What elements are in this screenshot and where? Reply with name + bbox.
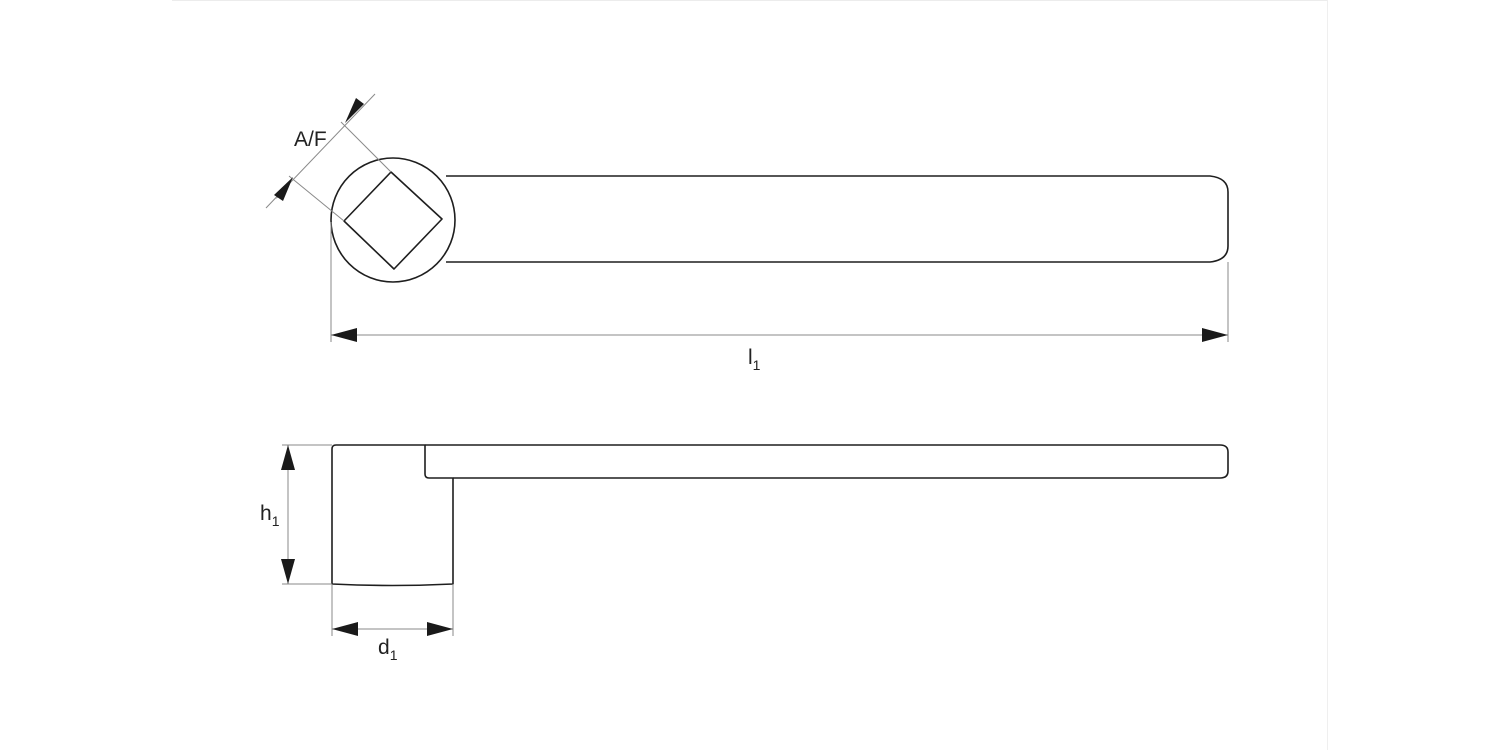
frame-top-border (172, 0, 1327, 1)
head-block (331, 444, 454, 587)
d1-label: d1 (378, 636, 398, 663)
h1-dimension: h1 (260, 444, 332, 585)
af-dimension: A/F (265, 93, 392, 222)
af-label: A/F (294, 128, 327, 151)
h1-label: h1 (260, 502, 280, 529)
handle-side (425, 444, 1229, 479)
square-drive (343, 171, 443, 270)
frame-right-border (1327, 0, 1328, 750)
l1-label: l1 (748, 346, 761, 373)
l1-dimension: l1 (330, 222, 1229, 373)
side-view (331, 444, 1229, 587)
d1-dimension: d1 (331, 584, 454, 663)
top-view (330, 157, 1229, 283)
head-circle (330, 157, 456, 283)
handle-outline (446, 175, 1229, 263)
